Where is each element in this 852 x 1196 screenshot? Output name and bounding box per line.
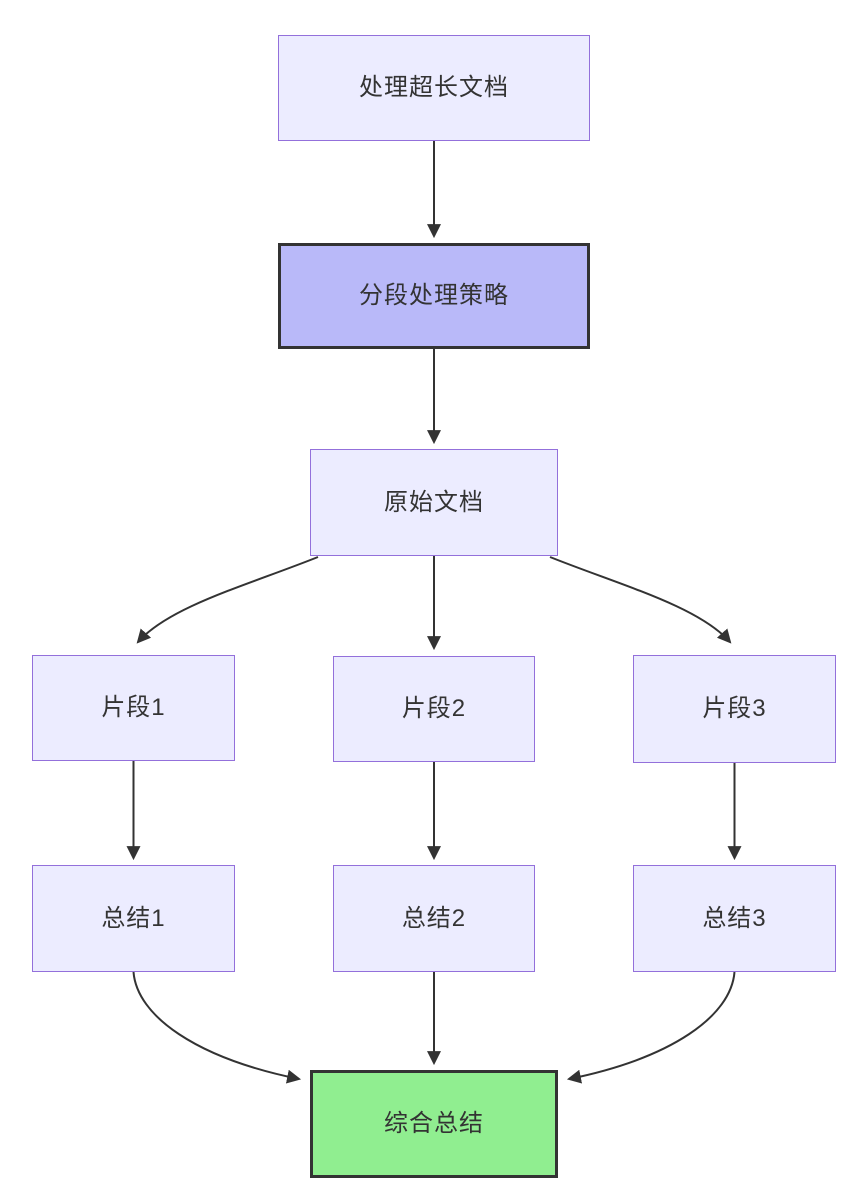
node-summary-3: 总结3 (633, 865, 836, 972)
node-summary-2-label: 总结2 (401, 904, 467, 932)
node-segment-1-label: 片段1 (101, 694, 166, 722)
node-segment-3: 片段3 (633, 655, 836, 763)
node-segment-3-label: 片段3 (702, 695, 767, 723)
node-segment-2-label: 片段2 (401, 695, 467, 723)
node-summary-1-label: 总结1 (101, 904, 166, 932)
edge-sum1-final (132, 971, 302, 1084)
node-original-document-label: 原始文档 (384, 488, 484, 516)
node-strategy: 分段处理策略 (278, 243, 590, 349)
node-start-label: 处理超长文档 (359, 74, 509, 102)
node-summary-1: 总结1 (32, 865, 235, 972)
node-final-summary-label: 综合总结 (384, 1110, 484, 1138)
node-original-document: 原始文档 (310, 449, 558, 556)
node-summary-3-label: 总结3 (702, 904, 767, 932)
node-start: 处理超长文档 (278, 35, 590, 141)
node-segment-2: 片段2 (333, 656, 535, 762)
node-segment-1: 片段1 (32, 655, 235, 761)
edge-sum3-final (566, 971, 736, 1084)
node-final-summary: 综合总结 (310, 1070, 558, 1178)
node-summary-2: 总结2 (333, 865, 535, 972)
edge-doc-seg1 (136, 556, 319, 644)
node-strategy-label: 分段处理策略 (359, 282, 509, 310)
edge-doc-seg3 (549, 556, 732, 644)
